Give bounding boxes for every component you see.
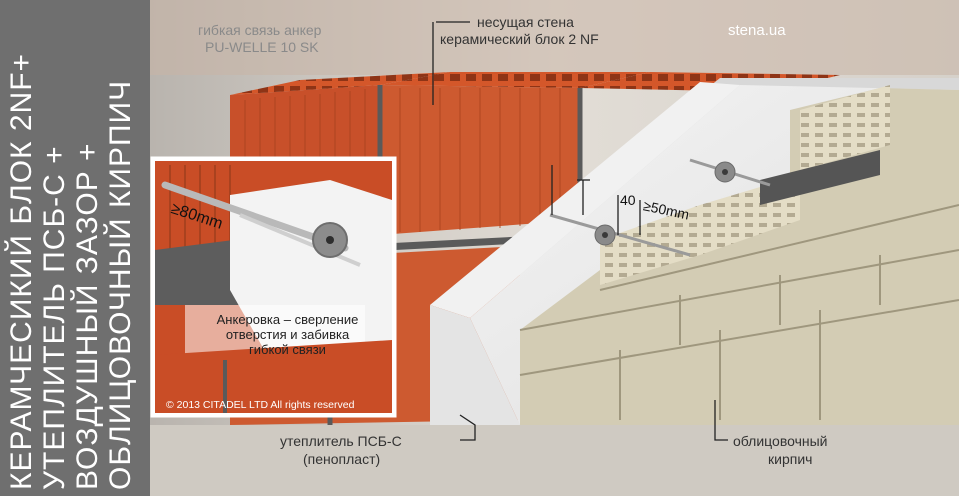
site-watermark: stena.ua [728, 22, 786, 39]
facing-label-line1: облицовочный [733, 433, 828, 449]
facing-label-line2: кирпич [768, 451, 813, 467]
anchor-label-line2: PU-WELLE 10 SK [205, 39, 319, 55]
facing-brick-wall [519, 85, 959, 425]
insulation-label-line2: (пенопласт) [303, 451, 381, 467]
side-title: КЕРАМЧЕСИКИЙ БЛОК 2NF+ УТЕПЛИТЕЛЬ ПСБ-С … [5, 52, 137, 490]
background-blur [150, 0, 959, 75]
inset-detail [150, 156, 397, 418]
floor [150, 425, 959, 496]
side-title-panel: КЕРАМЧЕСИКИЙ БЛОК 2NF+ УТЕПЛИТЕЛЬ ПСБ-С … [0, 0, 150, 496]
inset-caption: Анкеровка – сверление отверстия и забивк… [216, 312, 359, 357]
wall-label-line1: несущая стена [477, 14, 574, 30]
anchor-ties [549, 158, 771, 257]
anchor-label-line1: гибкая связь анкер [198, 22, 322, 38]
leader-lines [432, 21, 728, 441]
insulation-label-line1: утеплитель ПСБ-С [280, 433, 402, 449]
insulation-thickness-label: 40 [620, 192, 636, 208]
copyright-text: © 2013 CITADEL LTD All rights reserved [166, 399, 355, 411]
wall-label-line2: керамический блок 2 NF [440, 31, 599, 47]
